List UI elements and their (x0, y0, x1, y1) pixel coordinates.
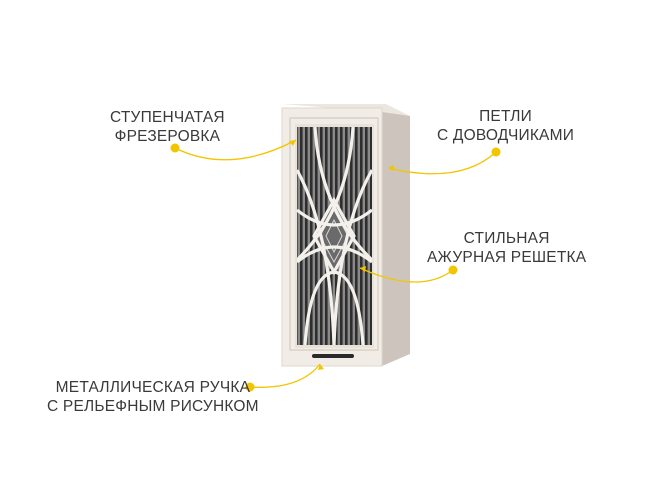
callout-label-hinges: ПЕТЛИ С ДОВОДЧИКАМИ (437, 107, 574, 145)
grille-panel (297, 127, 372, 345)
callout-grille-line2: АЖУРНАЯ РЕШЕТКА (427, 249, 587, 266)
callout-milling-line2: ФРЕЗЕРОВКА (114, 128, 221, 145)
arrow-handle (318, 364, 324, 370)
handle (312, 354, 354, 358)
arrow-milling (289, 140, 296, 146)
callout-grille-line1: СТИЛЬНАЯ (463, 230, 550, 247)
callout-line-handle (249, 363, 321, 388)
callout-hinges-line2: С ДОВОДЧИКАМИ (437, 127, 575, 144)
cabinet-side-panel (282, 104, 410, 366)
arrow-grille (360, 266, 366, 272)
callout-handle-line2: С РЕЛЬЕФНЫМ РИСУНКОМ (47, 398, 259, 415)
callout-label-milling: СТУПЕНЧАТАЯ ФРЕЗЕРОВКА (110, 108, 225, 146)
callout-handle-line1: МЕТАЛЛИЧЕСКАЯ РУЧКА (55, 379, 251, 396)
callout-line-hinges (387, 151, 497, 175)
callout-milling-line1: СТУПЕНЧАТАЯ (110, 109, 225, 126)
callout-line-milling (174, 139, 297, 161)
callout-dot-grille (448, 265, 458, 275)
arrow-hinges (388, 165, 394, 171)
callout-hinges-line1: ПЕТЛИ (479, 108, 532, 125)
callout-dot-handle (245, 382, 255, 392)
callout-line-grille (359, 267, 454, 283)
cabinet-door (281, 107, 383, 367)
callout-dot-milling (170, 143, 180, 153)
callout-label-handle: МЕТАЛЛИЧЕСКАЯ РУЧКА С РЕЛЬЕФНЫМ РИСУНКОМ (47, 378, 259, 416)
callout-label-grille: СТИЛЬНАЯ АЖУРНАЯ РЕШЕТКА (427, 229, 586, 267)
callout-dot-hinges (491, 147, 501, 157)
